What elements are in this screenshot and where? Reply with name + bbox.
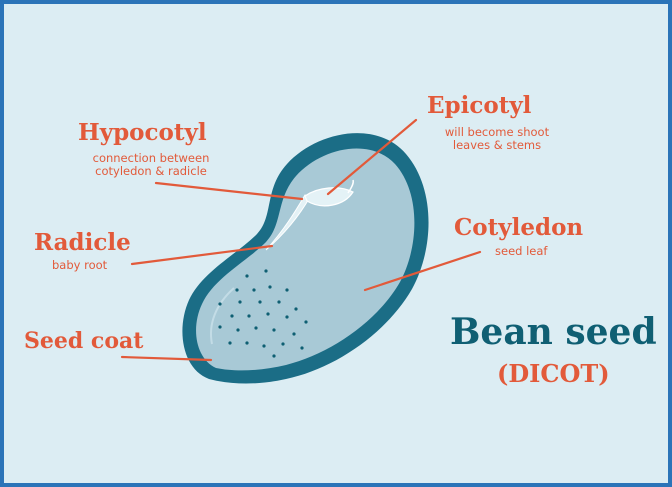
- cotyledon-dots: [218, 269, 308, 358]
- cotyledon-edge: [210, 287, 235, 345]
- hypocotyl-description: connection between cotyledon & radicle: [82, 152, 220, 177]
- epicotyl-description: will become shoot leaves & stems: [432, 126, 562, 151]
- cotyledon-leader: [363, 250, 482, 292]
- epicotyl-tip: [347, 179, 354, 194]
- hypocotyl-label: Hypocotyl: [78, 119, 207, 146]
- bean-seed-illustration: [120, 118, 482, 384]
- hypocotyl-leader: [154, 181, 304, 201]
- epicotyl-shape: [304, 187, 354, 207]
- cotyledon-description: seed leaf: [495, 244, 548, 258]
- epicotyl-leader: [326, 118, 418, 196]
- radicle-label: Radicle: [34, 229, 131, 256]
- cotyledon-shape: [196, 148, 415, 371]
- radicle-hypocotyl-shape: [265, 194, 311, 251]
- diagram-title: Bean seed: [450, 311, 657, 353]
- epicotyl-desc-line1: will become shoot: [444, 125, 550, 139]
- hypocotyl-desc-line1: connection between: [92, 151, 210, 165]
- epicotyl-desc-line2: leaves & stems: [452, 137, 542, 152]
- radicle-leader: [130, 244, 274, 266]
- seed-coat-leader: [120, 355, 213, 362]
- hypocotyl-desc-line2: cotyledon & radicle: [95, 163, 207, 178]
- radicle-description: baby root: [52, 258, 108, 272]
- diagram-subtitle: (DICOT): [497, 359, 610, 388]
- seed-coat-label: Seed coat: [24, 328, 144, 354]
- epicotyl-label: Epicotyl: [427, 92, 532, 119]
- cotyledon-label: Cotyledon: [454, 214, 584, 241]
